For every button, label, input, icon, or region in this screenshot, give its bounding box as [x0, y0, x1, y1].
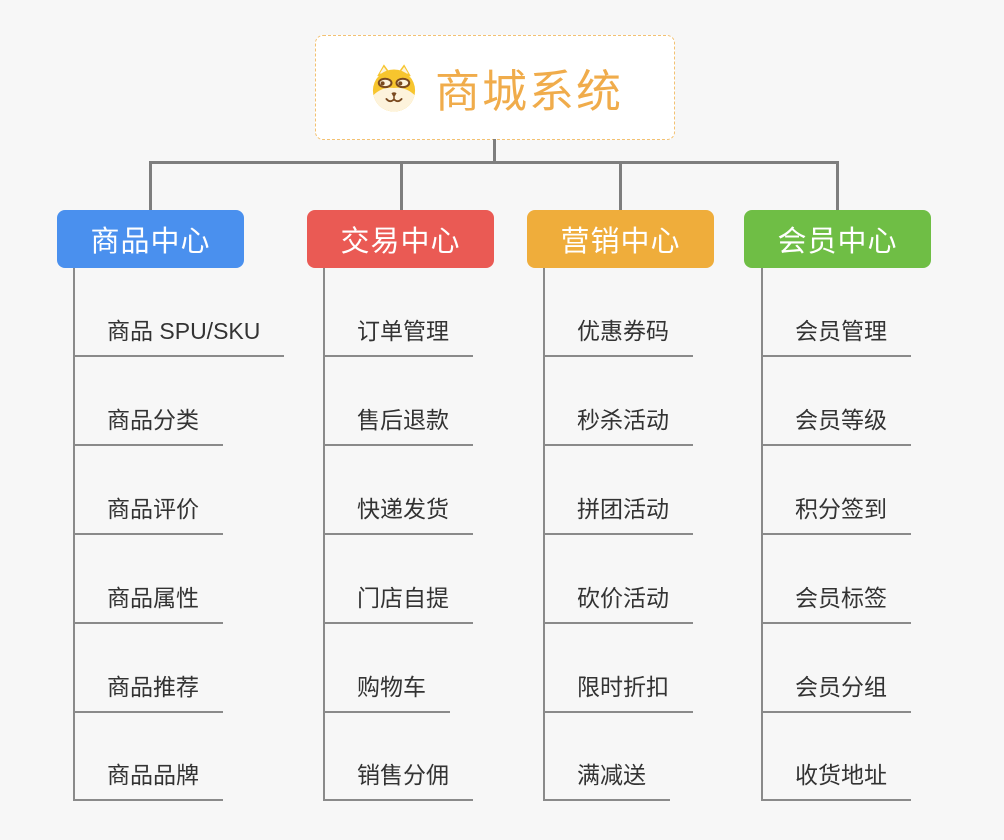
connector-root-stem	[493, 139, 496, 164]
leaf-node[interactable]: 优惠券码	[543, 315, 693, 357]
connector-drop-products	[149, 161, 152, 211]
leaf-node[interactable]: 商品分类	[73, 404, 223, 446]
leaf-column-trade: 订单管理 售后退款 快递发货 门店自提 购物车 销售分佣	[323, 268, 555, 801]
leaf-node[interactable]: 会员分组	[761, 671, 911, 713]
branch-node-members[interactable]: 会员中心	[744, 210, 931, 268]
leaf-node[interactable]: 拼团活动	[543, 493, 693, 535]
shiba-dog-icon	[372, 63, 416, 112]
branch-node-marketing[interactable]: 营销中心	[527, 210, 714, 268]
leaf-node[interactable]: 积分签到	[761, 493, 911, 535]
leaf-node[interactable]: 订单管理	[323, 315, 473, 357]
leaf-column-marketing: 优惠券码 秒杀活动 拼团活动 砍价活动 限时折扣 满减送	[543, 268, 775, 801]
branch-node-trade[interactable]: 交易中心	[307, 210, 494, 268]
leaf-node[interactable]: 会员等级	[761, 404, 911, 446]
leaf-node[interactable]: 满减送	[543, 759, 670, 801]
leaf-node[interactable]: 销售分佣	[323, 759, 473, 801]
leaf-node[interactable]: 售后退款	[323, 404, 473, 446]
leaf-node[interactable]: 会员管理	[761, 315, 911, 357]
leaf-node[interactable]: 会员标签	[761, 582, 911, 624]
leaf-node[interactable]: 秒杀活动	[543, 404, 693, 446]
leaf-node[interactable]: 商品推荐	[73, 671, 223, 713]
root-title: 商城系统	[434, 66, 623, 117]
connector-drop-marketing	[619, 161, 622, 211]
connector-horizontal-bar	[149, 161, 839, 164]
leaf-column-members: 会员管理 会员等级 积分签到 会员标签 会员分组 收货地址	[761, 268, 993, 801]
connector-drop-members	[836, 161, 839, 211]
leaf-node[interactable]: 商品评价	[73, 493, 223, 535]
leaf-node[interactable]: 购物车	[323, 671, 450, 713]
root-node[interactable]: 商城系统	[315, 35, 675, 140]
leaf-node[interactable]: 限时折扣	[543, 671, 693, 713]
leaf-node[interactable]: 商品 SPU/SKU	[73, 315, 285, 357]
connector-drop-trade	[400, 161, 403, 211]
leaf-column-products: 商品 SPU/SKU 商品分类 商品评价 商品属性 商品推荐 商品品牌	[73, 268, 305, 801]
leaf-node[interactable]: 商品属性	[73, 582, 223, 624]
leaf-node[interactable]: 收货地址	[761, 759, 911, 801]
leaf-node[interactable]: 快递发货	[323, 493, 473, 535]
branch-node-products[interactable]: 商品中心	[57, 210, 244, 268]
leaf-node[interactable]: 商品品牌	[73, 759, 223, 801]
leaf-node[interactable]: 砍价活动	[543, 582, 693, 624]
leaf-node[interactable]: 门店自提	[323, 582, 473, 624]
